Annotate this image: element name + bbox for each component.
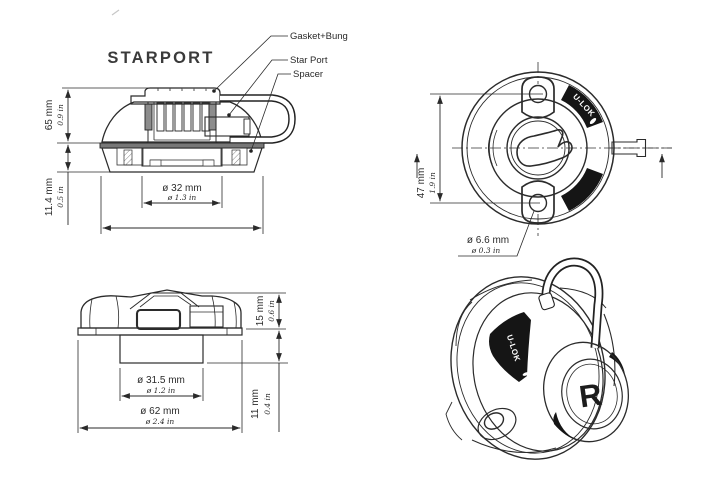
stray-mark [111,9,120,16]
dim-06in-label: 0.6 in [267,300,276,322]
back-rim-inner [456,282,600,454]
screw-hole [483,412,505,430]
callout-leaders [212,35,291,153]
dim-315mm-label: ø 31.5 mm [137,375,185,386]
tether-pin [611,138,647,158]
dim-height-above-deck: 65 mm 0.9 in [44,87,182,144]
bung-ribs [156,102,210,132]
rim-notch-bottomleft [445,401,463,441]
screw-boss [477,407,517,441]
dim-114mm-label: 11.4 mm [44,178,55,216]
bung-pull-tab [135,308,182,331]
rim-arc-right [603,313,616,387]
shadow-crescent-bottom [553,412,578,441]
bung-outer [542,341,630,443]
skirt-post-right [231,149,241,166]
cross-section-view: STARPORT [44,31,348,234]
left-detent [487,131,493,165]
cap-top-ribs [157,88,207,91]
brand-r-logo: R [577,377,604,415]
logo-bezel [506,116,570,180]
cap-side-left [144,103,153,131]
dim-screw-hole: ø 6.6 mm ø 0.3 in [458,210,535,257]
insert-end-cap [243,118,251,135]
cap-seams [89,295,237,329]
callout-gasket-bung: Gasket+Bung [290,31,348,42]
ulok-band-top [561,85,603,128]
spacer-plate [99,142,265,149]
dim-09in-label: 0.9 in [56,104,65,126]
callout-spacer: Spacer [293,69,323,80]
dim-05in-label: 0.5 in [56,186,65,208]
ulok-band [489,312,531,382]
bung-dome-profile [129,292,200,310]
dim-12in-label: ø 1.2 in [146,386,176,395]
logo-face [510,120,566,176]
dim-spigot-diameter: ø 31.5 mm ø 1.2 in [119,368,204,401]
skirt-post-left [123,149,133,166]
dim-hole-spacing: 47 mm 1.9 in [414,93,665,204]
dim-13in-label: ø 1.3 in [167,193,197,202]
dim-outer-diameter: ø 62 mm ø 2.4 in [77,340,243,433]
dim-spigot-depth: 11 mm 0.4 in [207,330,288,432]
perspective-view: U-LOK R [445,257,630,460]
dim-bore-diameter: ø 32 mm ø 1.3 in [141,176,223,208]
dim-11mm-label: 11 mm [250,389,261,419]
dim-depth-below-deck: 11.4 mm 0.5 in [44,144,110,225]
bung-dome-inner [139,295,192,308]
bung-face-inner [566,363,618,425]
dim-cap-height: 15 mm 0.6 in [167,292,286,330]
brand-swoosh-icon [516,129,573,167]
screw-boss-bottom [521,180,555,224]
spigot [119,334,204,364]
callout-star-port: Star Port [290,55,328,66]
face-arc-top [469,279,533,301]
bore-lip-right [202,159,215,167]
dim-overall-width [100,176,264,234]
side-view: 15 mm 0.6 in 11 mm 0.4 in ø 31.5 mm ø 1.… [77,289,288,433]
flange-ticks [95,328,228,335]
page-title: STARPORT [107,49,214,67]
ulok-clip-icon [522,372,530,376]
front-view: U-LOK 47 mm 1.9 in ø 6.6 mm ø 0.3 in [414,62,672,257]
left-detent-inner [492,129,498,167]
dim-15mm-label: 15 mm [255,296,266,327]
face-arc-bottom [471,439,557,453]
ulok-pocket [189,305,224,328]
dim-03in-label: ø 0.3 in [471,246,501,255]
bore-lip-left [149,159,162,167]
dim-32mm-label: ø 32 mm [162,183,201,194]
ulok-band-clip-icon [589,117,597,125]
dim-65mm-label: 65 mm [44,100,55,131]
face-arc-topright [559,287,607,309]
dim-19in-label: 1.9 in [428,172,437,194]
bung-face [561,358,623,430]
dim-04in-label: 0.4 in [263,393,272,415]
shadow-wedge-top [609,352,625,374]
back-rim [450,276,606,460]
dim-66mm-label: ø 6.6 mm [467,235,509,246]
dim-47mm-label: 47 mm [416,168,427,199]
front-face [472,292,604,452]
face-arc-left [455,301,473,347]
dim-24in-label: ø 2.4 in [145,417,175,426]
ulok-band-bottom [561,168,603,211]
dim-62mm-label: ø 62 mm [140,406,179,417]
tether-strap [538,257,604,349]
